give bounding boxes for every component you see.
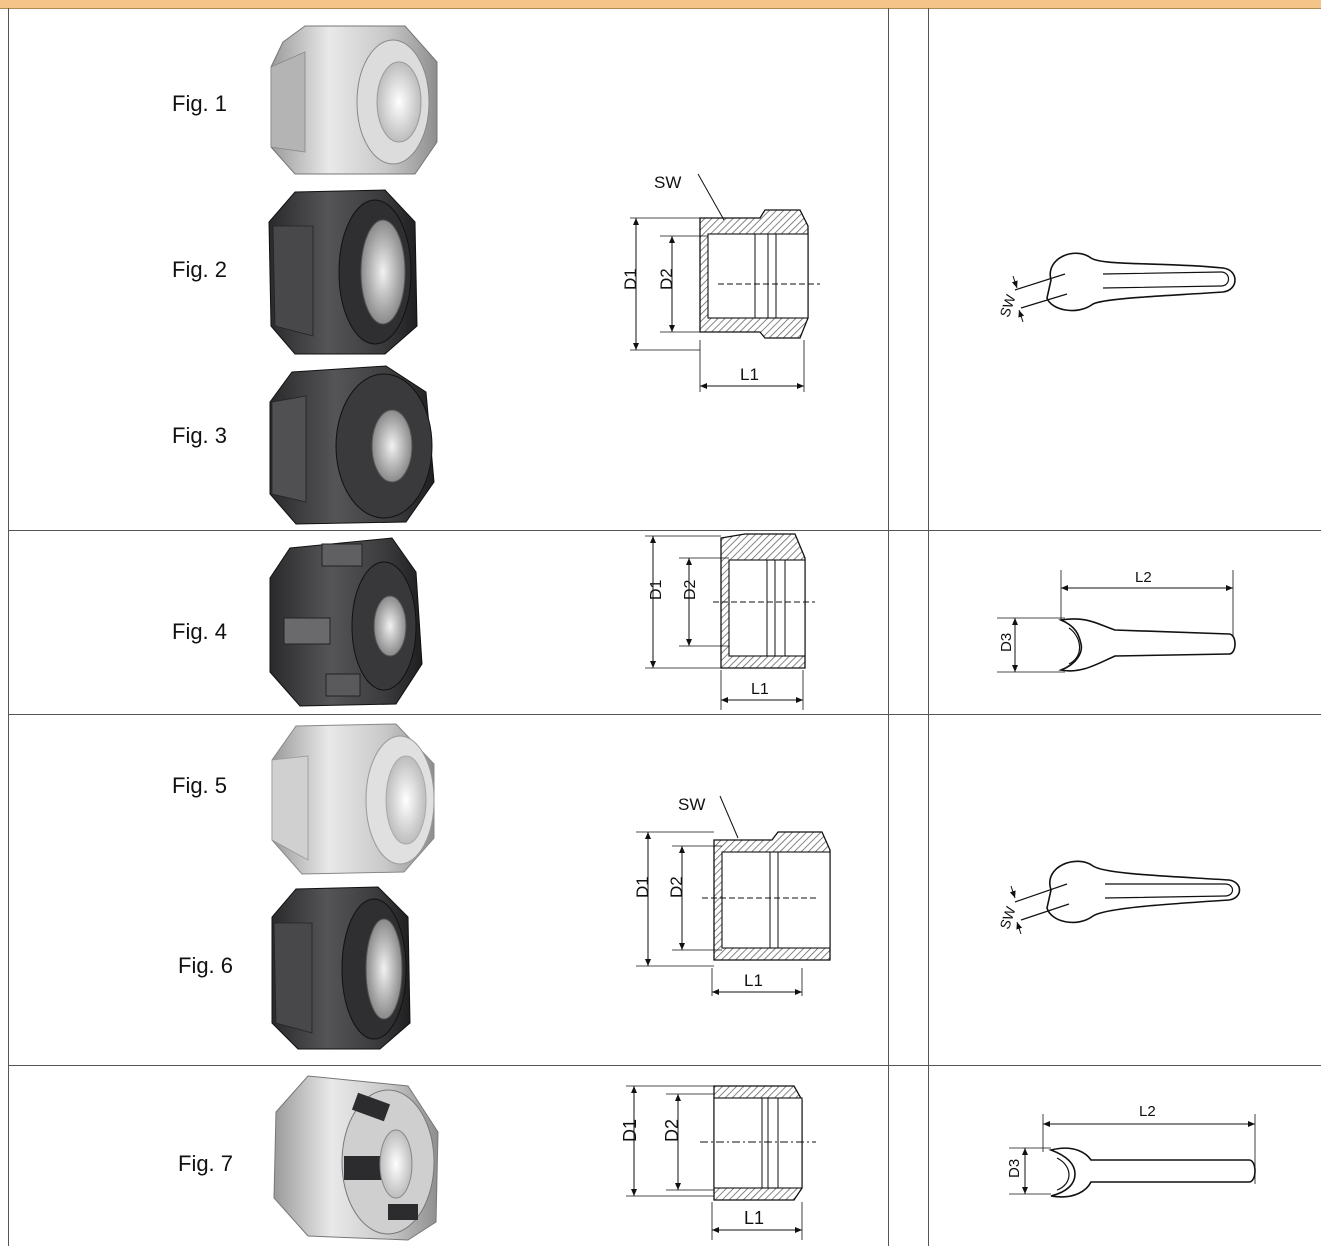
d3-label-1: D3 bbox=[998, 633, 1015, 652]
cross-section-drawing-2: D1 D2 L1 bbox=[645, 533, 815, 710]
d2-label-2: D2 bbox=[682, 579, 699, 600]
fig-6-nut-image bbox=[271, 886, 411, 1050]
fig-5-label: Fig. 5 bbox=[172, 773, 228, 798]
d1-label-4: D1 bbox=[620, 1119, 640, 1142]
sw-wrench-label-2: SW bbox=[996, 904, 1018, 931]
d2-label-4: D2 bbox=[662, 1119, 682, 1142]
l1-label-1: L1 bbox=[740, 365, 759, 384]
grid-line-mid-1 bbox=[888, 8, 889, 1246]
fig-1-nut-image bbox=[270, 25, 438, 175]
sw-wrench-label-1: SW bbox=[996, 292, 1018, 319]
l1-label-4: L1 bbox=[744, 1208, 764, 1228]
row-divider-3 bbox=[8, 1065, 1321, 1066]
wrench-d3-drawing-1: L2 D3 bbox=[997, 569, 1236, 673]
cross-section-drawing-1: SW D1 D2 L1 bbox=[621, 173, 820, 392]
sw-label-1: SW bbox=[654, 173, 681, 192]
grid-line-mid-2 bbox=[928, 8, 929, 1246]
fig-5-nut-image bbox=[271, 723, 435, 875]
wrench-sw-drawing-1: SW bbox=[996, 252, 1236, 323]
grid-line-left bbox=[8, 8, 9, 1246]
row-divider-2 bbox=[8, 714, 1321, 715]
fig-3-nut-image bbox=[269, 365, 435, 525]
wrench-d3-drawing-2: L2 D3 bbox=[1006, 1103, 1256, 1198]
d1-label-2: D1 bbox=[648, 579, 665, 600]
fig-2-label: Fig. 2 bbox=[172, 257, 228, 282]
row-divider-1 bbox=[8, 530, 1321, 531]
l2-label-2: L2 bbox=[1139, 1103, 1156, 1120]
wrench-sw-drawing-2: SW bbox=[996, 860, 1241, 935]
d3-label-2: D3 bbox=[1006, 1159, 1023, 1178]
l2-label-1: L2 bbox=[1135, 569, 1152, 586]
fig-4-nut-image bbox=[269, 537, 423, 707]
fig-6-label: Fig. 6 bbox=[178, 953, 234, 978]
header-bar bbox=[0, 0, 1321, 9]
fig-4-label: Fig. 4 bbox=[172, 619, 228, 644]
fig-7-label: Fig. 7 bbox=[178, 1151, 234, 1176]
d2-label-3: D2 bbox=[667, 876, 686, 898]
d1-label-3: D1 bbox=[633, 876, 652, 898]
fig-2-nut-image bbox=[268, 189, 418, 355]
fig-3-label: Fig. 3 bbox=[172, 423, 228, 448]
d2-label-1: D2 bbox=[657, 268, 676, 290]
d1-label-1: D1 bbox=[621, 268, 640, 290]
cross-section-drawing-3: SW D1 D2 L1 bbox=[633, 795, 831, 996]
cross-section-drawing-4: D1 D2 L1 bbox=[620, 1085, 816, 1240]
l1-label-2: L1 bbox=[751, 681, 769, 698]
fig-1-label: Fig. 1 bbox=[172, 91, 228, 116]
sw-label-3: SW bbox=[678, 795, 705, 814]
l1-label-3: L1 bbox=[744, 971, 763, 990]
fig-7-nut-image bbox=[273, 1075, 439, 1241]
